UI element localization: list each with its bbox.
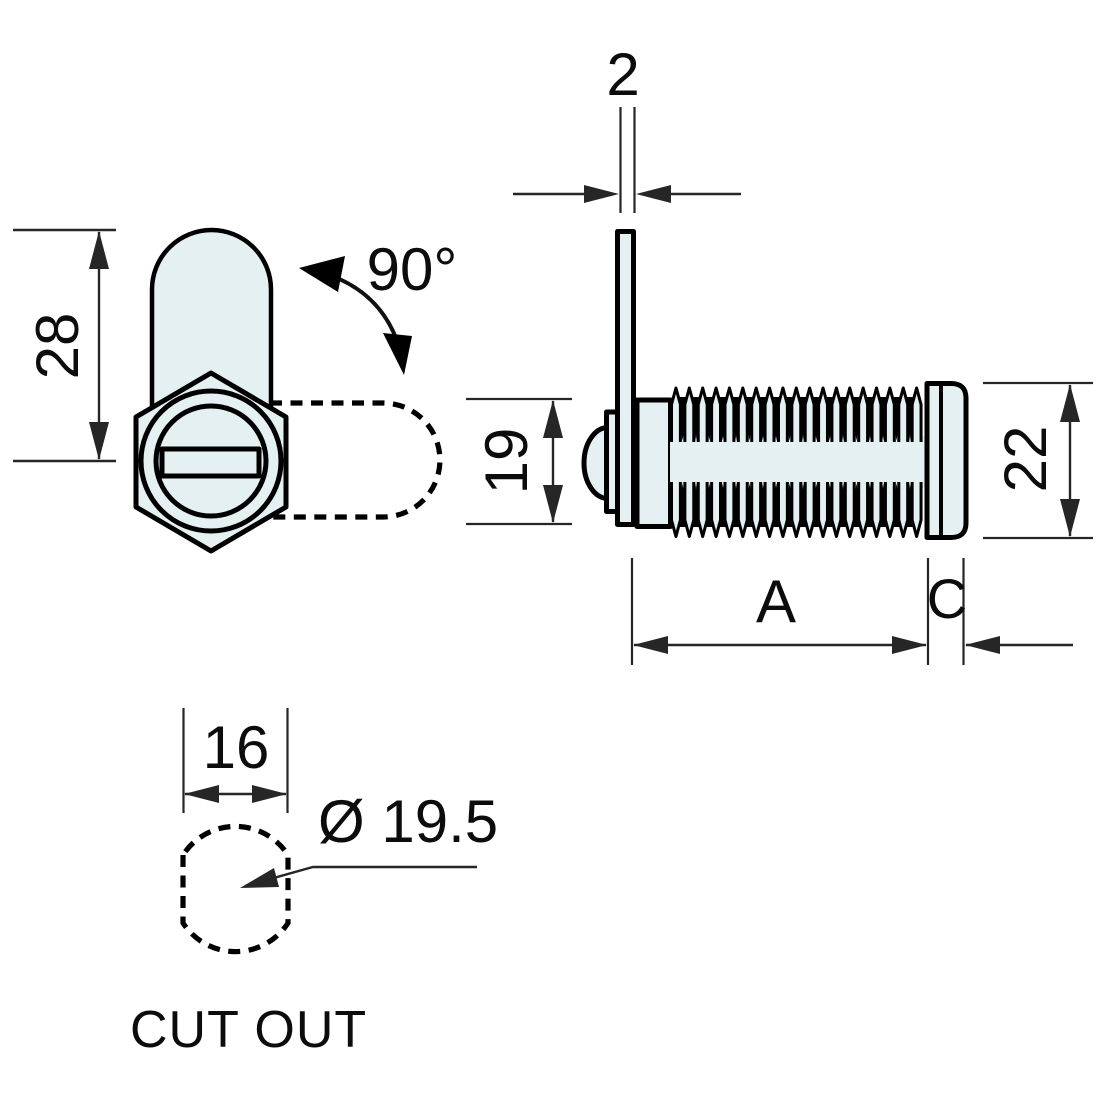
thread-tooth-bottom (897, 482, 910, 538)
thread-tooth-top (910, 386, 923, 442)
thread-tooth-top (870, 386, 883, 442)
dim-2-arrow-right-icon (584, 185, 619, 203)
rotation-indicator: 90° (299, 236, 457, 375)
diameter-label: Ø 19.5 (318, 788, 498, 855)
cam-blade-side (615, 229, 636, 527)
dim-28-arrow-up (89, 231, 109, 269)
thread-tooth-bottom (670, 482, 682, 538)
diameter-callout: Ø 19.5 (240, 788, 498, 888)
lock-plug-section (634, 397, 673, 529)
thread-tooth-top (803, 386, 816, 442)
dim-C: C (927, 558, 1073, 665)
thread-tooth-top (683, 386, 696, 442)
rotation-angle-label: 90° (367, 236, 458, 303)
thread-tooth-bottom (803, 482, 816, 538)
rear-boss-bump (581, 425, 611, 501)
thread-tooth-top (843, 386, 856, 442)
thread-tooth-bottom (723, 482, 736, 538)
dim-22-arrow-up (1060, 384, 1080, 422)
dim-19: 19 (466, 397, 572, 526)
thread-tooth-bottom (683, 482, 696, 538)
dim-16-label: 16 (203, 714, 270, 781)
thread-tooth-bottom (710, 482, 723, 538)
dim-19-label: 19 (473, 428, 540, 495)
thread-tooth-bottom (910, 482, 923, 538)
dim-19-arrow-down (543, 485, 563, 523)
rotated-cam-dashed-outline (270, 400, 443, 520)
dim-A-arrow-left-icon (633, 636, 668, 654)
thread-tooth-top (790, 386, 803, 442)
front-view: 28 90° (13, 227, 457, 554)
dim-A-label: A (756, 568, 796, 635)
thread-core (670, 436, 926, 488)
thread-tooth-bottom (843, 482, 856, 538)
thread-tooth-bottom (696, 482, 709, 538)
dim-22: 22 (983, 381, 1093, 540)
thread-tooth-bottom (870, 482, 883, 538)
dim-28-arrow-down (89, 422, 109, 460)
dim-2-arrow-left-icon (636, 185, 671, 203)
thread-tooth-bottom (736, 482, 749, 538)
threaded-body (670, 386, 923, 538)
dim-A: A (630, 558, 930, 665)
dim-16-arrow-right-icon (252, 785, 287, 803)
diameter-leader-arrow-icon (240, 868, 279, 888)
thread-tooth-top (776, 386, 789, 442)
dim-C-arrow-left-icon (965, 636, 1000, 654)
dim-2: 2 (513, 41, 741, 213)
thread-tooth-bottom (750, 482, 763, 538)
thread-tooth-bottom (830, 482, 843, 538)
thread-tooth-bottom (763, 482, 776, 538)
thread-tooth-bottom (883, 482, 896, 538)
cutout-caption: CUT OUT (130, 1001, 367, 1059)
rotation-arrow-start-icon (299, 256, 345, 292)
rotation-arrow-end-icon (383, 333, 412, 375)
dim-2-label: 2 (606, 41, 639, 108)
dim-16: 16 (182, 708, 289, 813)
keyway-slot (159, 446, 262, 479)
thread-tooth-top (670, 386, 682, 442)
thread-tooth-bottom (817, 482, 829, 538)
thread-tooth-top (897, 386, 910, 442)
thread-tooth-top (750, 386, 763, 442)
thread-tooth-top (883, 386, 896, 442)
dim-A-arrow-right-icon (892, 636, 927, 654)
thread-tooth-top (830, 386, 843, 442)
dim-22-label: 22 (992, 426, 1059, 493)
diameter-leader-line (244, 865, 477, 888)
thread-tooth-top (736, 386, 749, 442)
thread-tooth-top (710, 386, 723, 442)
dim-22-arrow-down (1060, 499, 1080, 537)
lock-head (924, 381, 969, 540)
dim-28-label: 28 (24, 313, 91, 380)
thread-tooth-top (723, 386, 736, 442)
thread-tooth-bottom (776, 482, 789, 538)
thread-tooth-top (763, 386, 776, 442)
side-view: 2 19 22 (466, 41, 1093, 665)
thread-tooth-top (857, 386, 870, 442)
dim-C-label: C (927, 567, 967, 630)
thread-tooth-bottom (857, 482, 870, 538)
dim-16-arrow-left-icon (184, 785, 219, 803)
thread-tooth-top (817, 386, 829, 442)
cam-lever-front (149, 227, 274, 430)
dim-19-arrow-up (543, 400, 563, 438)
dim-28: 28 (13, 228, 116, 463)
thread-tooth-top (696, 386, 709, 442)
cutout-dashed-outline (180, 823, 291, 955)
thread-tooth-bottom (790, 482, 803, 538)
cutout-view: 16 Ø 19.5 CUT OUT (130, 708, 498, 1059)
